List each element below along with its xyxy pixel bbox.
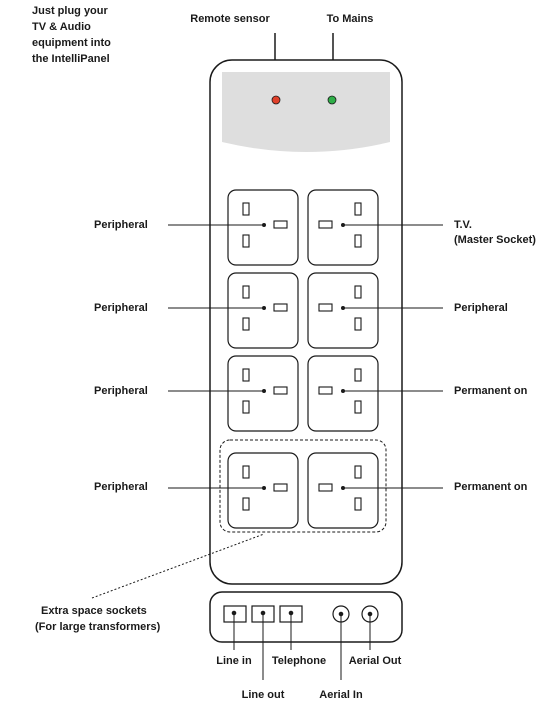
permanent-on-label-2: Permanent on [454,481,528,493]
socket-earth-pin [273,483,288,492]
remote-sensor-label: Remote sensor [190,13,270,25]
left-socket-3 [227,355,299,432]
peripheral-label-4: Peripheral [94,481,148,493]
socket-earth-pin [273,303,288,312]
socket-pin-top [242,465,250,479]
aerial-in-label: Aerial In [319,689,363,701]
aerial-out-label: Aerial Out [349,655,402,667]
socket-pin-top [354,285,362,299]
extra-space-label-line2: (For large transformers) [35,621,161,633]
right-socket-4 [307,452,379,529]
socket-pin-bottom [242,317,250,331]
line-out-label: Line out [242,689,285,701]
right-socket-1 [307,189,379,266]
peripheral-label-3: Peripheral [94,385,148,397]
socket-pin-bottom [354,497,362,511]
socket-earth-pin [273,220,288,229]
intro-line-1: Just plug your [32,5,109,17]
indicator-light-red [271,95,281,105]
master-socket-label-line1: T.V. [454,219,472,231]
socket-pin-top [242,368,250,382]
socket-earth-pin [318,220,333,229]
top-panel [222,72,390,152]
peripheral-label-2: Peripheral [94,302,148,314]
connection-panel [209,591,403,643]
extra-space-leader [91,533,265,599]
socket-pin-bottom [354,317,362,331]
indicator-light-green [327,95,337,105]
line-in-label: Line in [216,655,252,667]
socket-pin-bottom [242,400,250,414]
socket-pin-top [354,202,362,216]
socket-pin-top [242,202,250,216]
left-socket-1 [227,189,299,266]
socket-pin-bottom [242,234,250,248]
left-socket-2 [227,272,299,349]
intro-line-2: TV & Audio [32,21,91,33]
extra-space-region [219,439,387,533]
socket-earth-pin [318,483,333,492]
right-socket-2 [307,272,379,349]
right-socket-3 [307,355,379,432]
intro-line-4: the IntelliPanel [32,53,110,65]
socket-earth-pin [318,386,333,395]
extra-space-label-line1: Extra space sockets [41,605,147,617]
socket-pin-top [354,465,362,479]
telephone-label: Telephone [272,655,326,667]
permanent-on-label-1: Permanent on [454,385,528,397]
peripheral-label-right: Peripheral [454,302,508,314]
to-mains-label: To Mains [327,13,374,25]
master-socket-label-line2: (Master Socket) [454,234,536,246]
intro-line-3: equipment into [32,37,111,49]
socket-pin-top [242,285,250,299]
socket-pin-bottom [242,497,250,511]
socket-earth-pin [318,303,333,312]
socket-pin-bottom [354,234,362,248]
socket-earth-pin [273,386,288,395]
socket-pin-bottom [354,400,362,414]
left-socket-4 [227,452,299,529]
peripheral-label-1: Peripheral [94,219,148,231]
socket-pin-top [354,368,362,382]
